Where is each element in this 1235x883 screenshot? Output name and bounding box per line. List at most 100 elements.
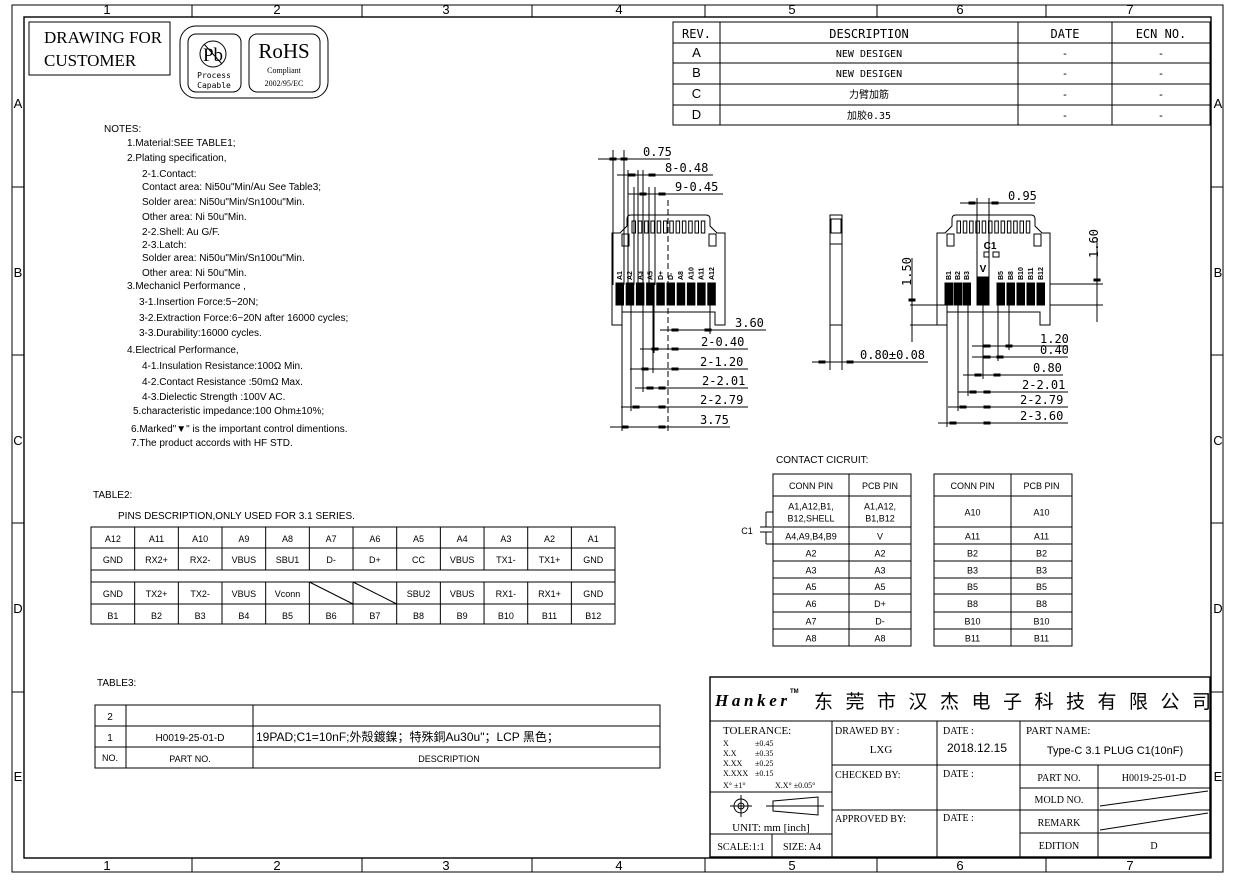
note-line: 2-3.Latch: [142,240,186,251]
title-block-frame [709,676,1211,858]
dimension-arrow-icon [671,347,679,351]
checked-by-label: CHECKED BY: [835,770,900,781]
circuit-cell: B11 [1034,634,1049,644]
capacitor-label: C1 [741,526,753,536]
back-pad [1026,282,1035,306]
tolerance-value: ±0.25 [755,759,773,768]
dimension-arrow-icon [974,373,982,377]
front-latch-hole [708,233,717,247]
note-line: 4.Electrical Performance, [127,345,239,356]
mold-no-label: MOLD NO. [1035,795,1084,806]
size-label: SIZE: A4 [783,842,821,853]
table2-cell: A5 [413,534,424,544]
revision-table-frame [672,21,1211,126]
revision-cell: D [692,107,701,122]
checked-date-label: DATE : [943,769,974,780]
rohs-outer-frame [179,25,329,99]
zone-column-label-bottom: 3 [442,858,449,873]
front-pad [666,282,675,306]
back-contact-slot [1013,220,1018,234]
approved-date-label: DATE : [943,813,974,824]
side-tab [830,218,842,234]
dimension-arrow-icon [1005,344,1013,348]
dimension-arrow-icon [991,201,999,205]
pb-strike-icon [203,43,223,65]
front-pin-label: A11 [699,267,706,280]
table2-label: TABLE2: [93,490,132,501]
table2-cell: GND [583,589,604,599]
front-pad [635,282,645,306]
dimension-arrow-icon [658,425,666,429]
zone-column-label-bottom: 1 [103,858,110,873]
front-contact-slot [700,220,706,234]
table2-cell: B9 [457,611,468,621]
table2-cell: A9 [238,534,249,544]
note-line: 1.Material:SEE TABLE1; [127,138,236,149]
revision-cell: - [1063,89,1067,101]
front-contact-slot [675,220,681,234]
circuit-cell: V [877,532,883,542]
trademark-mark: TM [790,689,799,695]
table2-cell: A12 [105,534,121,544]
dimension-arrow-icon [908,298,916,302]
back-pad [996,282,1005,306]
back-pin-label: B8 [1008,271,1015,280]
note-line: 3.Mechanicl Performance , [127,281,246,292]
dim-0-40-value: 0.40 [1040,343,1069,357]
circuit-cell: A10 [1033,508,1049,518]
back-contact-slot [994,220,999,234]
part-no-label: PART NO. [1037,773,1080,784]
note-line: 4-3.Dielectic Strength :100V AC. [142,392,285,403]
front-pad [646,282,655,306]
circuit-cell: A2 [805,549,816,559]
circuit-cell: A10 [964,508,980,518]
capable-label: Capable [197,81,231,90]
table3-part-no-cell: H0019-25-01-D [156,733,225,744]
rohs-frame [248,33,321,93]
circuit-cell: A8 [805,634,816,644]
zone-column-label-bottom: 6 [956,858,963,873]
table3-header-description: DESCRIPTION [418,754,480,764]
front-pad [697,282,706,306]
customer-label: CUSTOMER [44,51,137,70]
revision-cell: - [1159,48,1163,60]
date-label: DATE : [943,726,974,737]
dim-2-3-60-value: 2-3.60 [1020,409,1063,423]
back-pin-label: B12 [1038,267,1045,280]
circuit-cell: A11 [965,532,980,542]
edition-label: EDITION [1039,841,1080,852]
circuit-cell: A5 [805,582,816,592]
part-name-label: PART NAME: [1026,725,1090,737]
table2-cell: VBUS [450,589,475,599]
table2-cell: CC [412,555,425,565]
conn-pin-header: CONN PIN [789,481,833,491]
table2-cell: GND [103,589,124,599]
dimension-arrow-icon [620,157,628,161]
tolerance-value: ±0.45 [755,739,773,748]
drawing-for-customer-frame [28,21,171,76]
table2-cell: B11 [542,611,557,621]
front-pad [625,282,635,306]
back-pin-label: B3 [964,271,971,280]
back-pad [1036,282,1045,306]
revision-cell: NEW DESIGEN [836,69,902,80]
zone-column-label-bottom: 4 [615,858,622,873]
dim-0-95-value: 0.95 [1008,189,1037,203]
dim-8-0-48-value: 8-0.48 [665,161,708,175]
revision-header: DATE [1051,27,1080,41]
note-line: Solder area: Ni50u"Min/Sn100u"Min. [142,253,305,264]
circuit-cell: B5 [967,582,978,592]
contact-circuit-table-left-frame [772,473,912,647]
vbus-pad [976,276,990,306]
circuit-cell: D- [875,617,885,627]
zone-row-label-right: A [1214,96,1223,111]
dim-1-50-value: 1.50 [900,257,914,286]
note-line: 4-1.Insulation Resistance:100Ω Min. [142,361,303,372]
dimension-arrow-icon [639,192,647,196]
front-pin-label: A8 [678,271,685,280]
conn-pin-header: CONN PIN [950,481,994,491]
